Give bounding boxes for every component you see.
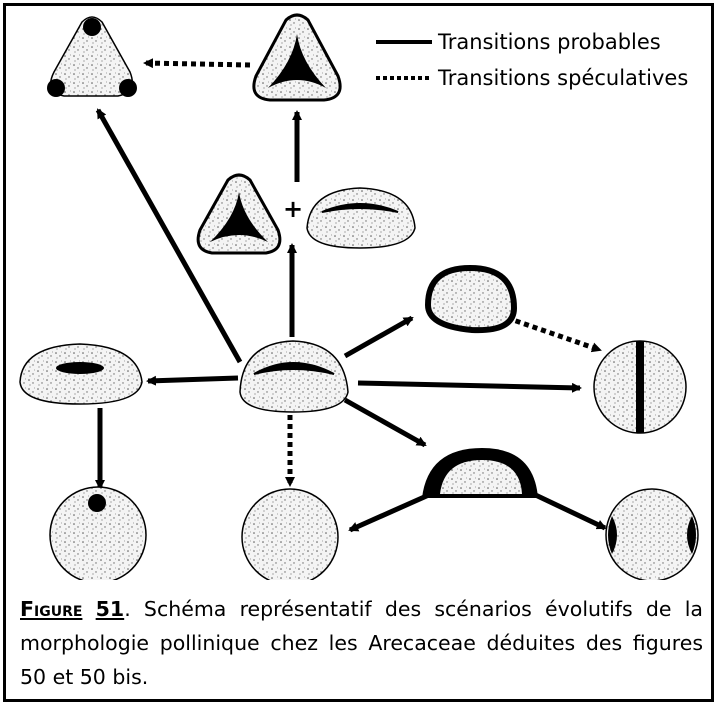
grain-trichotomosulcate xyxy=(254,15,340,100)
arrow-center-to-zonosulcate xyxy=(358,383,580,388)
transitions xyxy=(98,63,605,530)
legend: Transitions probables Transitions spécul… xyxy=(376,30,688,90)
caption-number: 51 xyxy=(96,597,125,621)
grain-trichotomosulcate-small xyxy=(198,175,280,253)
grain-inaperturate xyxy=(242,489,338,580)
arrow-center-to-extended xyxy=(345,400,425,445)
grain-monosulcate-top xyxy=(307,188,415,248)
legend-probable-label: Transitions probables xyxy=(437,30,661,54)
grain-zonate xyxy=(428,268,514,330)
figure-caption: Figure 51. Schéma représentatif des scén… xyxy=(20,592,703,694)
grain-short-sulcus xyxy=(20,344,142,404)
caption-label: Figure xyxy=(20,597,82,621)
grain-diporate xyxy=(606,489,698,580)
arrow-center-to-short-sulcus xyxy=(148,378,238,381)
arrow-center-to-zonate xyxy=(345,318,412,356)
grain-monoporate xyxy=(50,487,146,580)
grain-tri-apertures xyxy=(47,17,137,97)
grain-extended-aperture xyxy=(422,448,538,498)
pollen-evolution-diagram: Transitions probables Transitions spécul… xyxy=(0,0,722,580)
grain-zonosulcate xyxy=(594,341,686,433)
arrow-trichotomo-to-tri-apertures xyxy=(145,63,250,65)
legend-speculative-label: Transitions spéculatives xyxy=(437,66,688,90)
plus-sign: + xyxy=(283,195,303,223)
grain-monosulcate-center xyxy=(240,341,348,412)
